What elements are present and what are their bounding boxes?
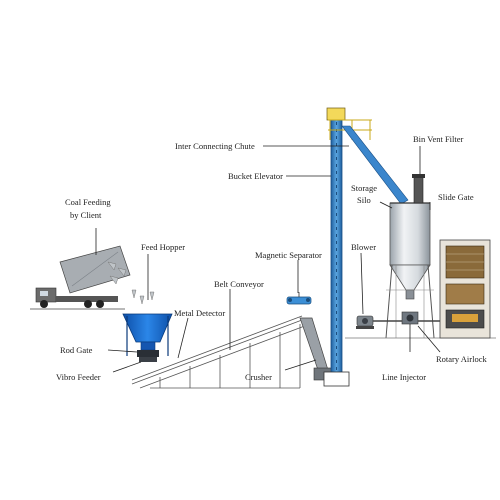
label-magnetic-separator: Magnetic Separator — [255, 250, 322, 260]
label-vibro-feeder: Vibro Feeder — [56, 372, 101, 382]
label-rod-gate: Rod Gate — [60, 345, 93, 355]
crusher — [299, 317, 333, 381]
label-inter-connecting-chute: Inter Connecting Chute — [175, 141, 255, 151]
dump-truck — [30, 245, 131, 310]
feed-hopper — [122, 313, 173, 362]
label-bucket-elevator: Bucket Elevator — [228, 171, 283, 181]
leader-lines — [95, 145, 441, 373]
label-coal-feeding: Coal Feeding — [65, 197, 111, 207]
label-rotary-airlock: Rotary Airlock — [436, 354, 488, 364]
label-storage: Storage — [351, 183, 377, 193]
label-silo: Silo — [357, 195, 371, 205]
magnetic-separator — [286, 292, 312, 305]
label-by-client: by Client — [70, 210, 102, 220]
rotary-airlock — [401, 311, 419, 325]
label-blower: Blower — [351, 242, 376, 252]
label-bin-vent-filter: Bin Vent Filter — [413, 134, 464, 144]
bucket-elevator — [323, 107, 350, 387]
top-platform — [328, 119, 372, 140]
label-crusher: Crusher — [245, 372, 272, 382]
coal-drop-arrows — [107, 261, 155, 305]
labels: Coal Feeding by Client Feed Hopper Rod G… — [56, 134, 488, 382]
belt-conveyor — [131, 315, 311, 389]
label-line-injector: Line Injector — [382, 372, 426, 382]
label-belt-conveyor: Belt Conveyor — [214, 279, 264, 289]
label-metal-detector: Metal Detector — [174, 308, 225, 318]
bin-vent-filter — [412, 174, 425, 204]
label-feed-hopper: Feed Hopper — [141, 242, 185, 252]
label-slide-gate: Slide Gate — [438, 192, 474, 202]
blower — [356, 315, 374, 329]
inter-connecting-chute — [341, 125, 409, 205]
storage-silo — [385, 202, 435, 339]
boiler — [439, 239, 491, 339]
